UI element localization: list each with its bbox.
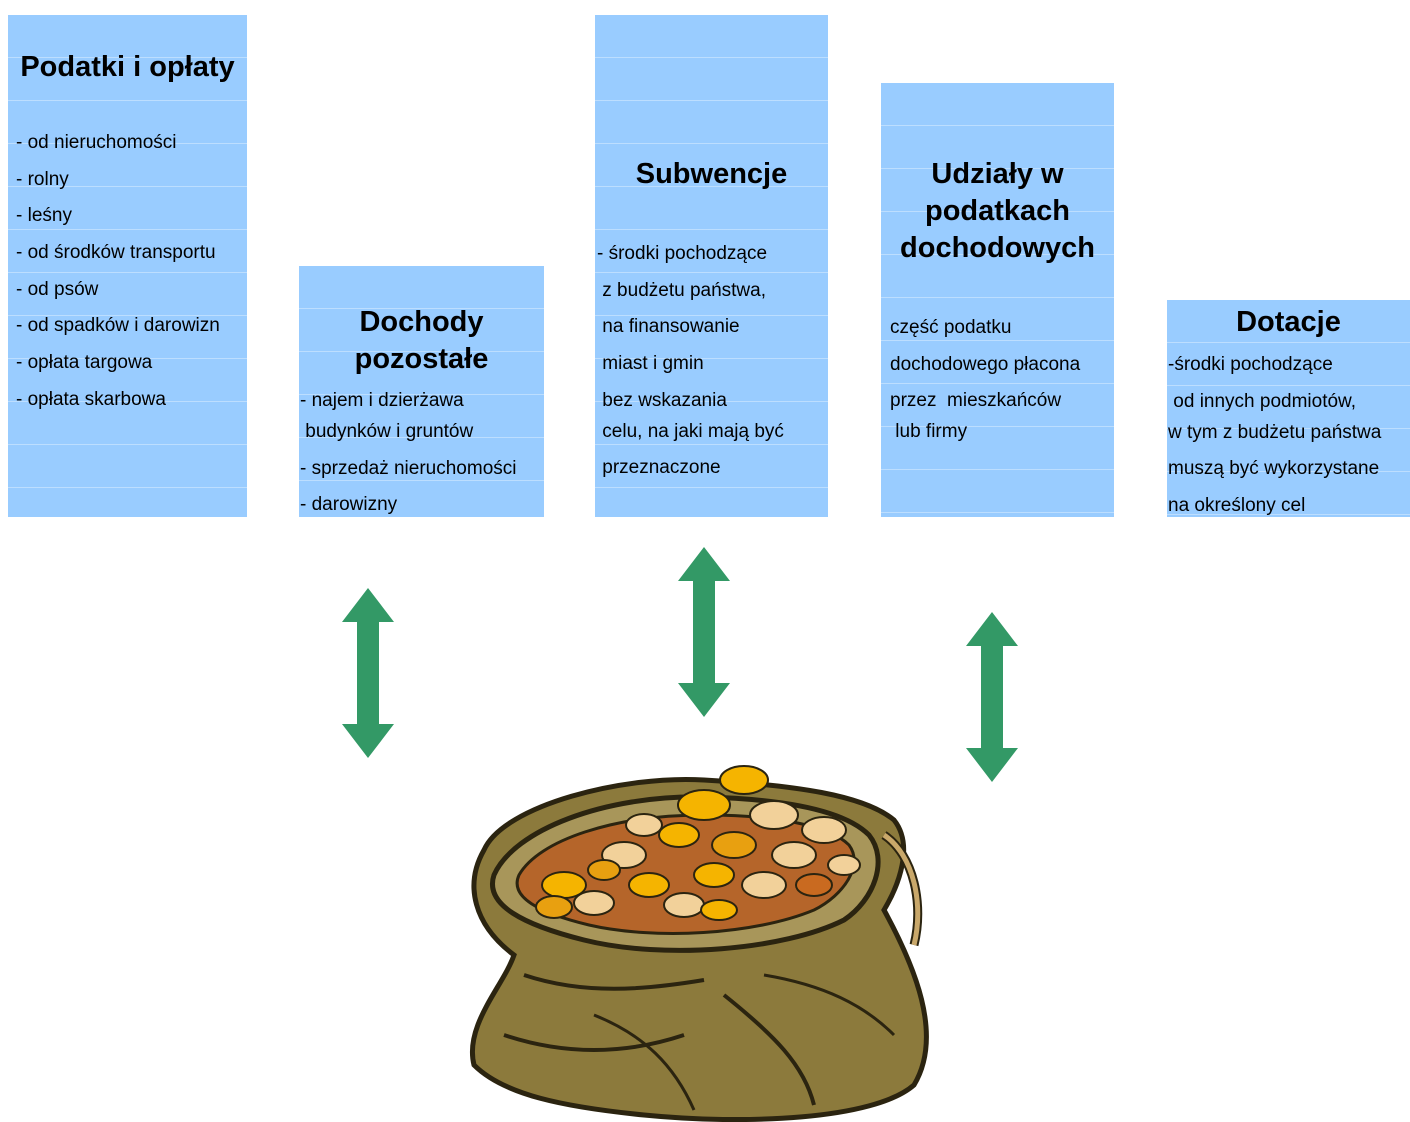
- list-item: z budżetu państwa,: [597, 279, 766, 301]
- double-arrow-icon: [678, 547, 730, 717]
- box-title-line: Dochody: [359, 306, 484, 338]
- item-list: - najem i dzierżawa budynków i gruntów -…: [300, 383, 516, 524]
- list-item: budynków i gruntów: [300, 421, 474, 442]
- list-item: - rolny: [16, 168, 69, 190]
- double-arrow-icon: [342, 588, 394, 758]
- item-list: -środki pochodzące od innych podmiotów, …: [1168, 347, 1381, 525]
- box-title-line: pozostałe: [354, 343, 489, 375]
- item-list: - środki pochodzące z budżetu państwa, n…: [597, 236, 784, 487]
- list-item: część podatku: [890, 317, 1012, 338]
- list-item: celu, na jaki mają być: [597, 420, 784, 442]
- box-udzialy-w-podatkach: Udziały w podatkach dochodowych część po…: [881, 83, 1114, 517]
- list-item: - od środków transportu: [16, 242, 216, 264]
- list-item: -środki pochodzące: [1168, 354, 1333, 375]
- list-item: - opłata targowa: [16, 352, 153, 374]
- list-item: - środki pochodzące: [597, 243, 768, 264]
- list-item: muszą być wykorzystane: [1168, 458, 1380, 480]
- list-item: bez wskazania: [597, 389, 727, 411]
- double-arrow-icon: [966, 612, 1018, 782]
- list-item: - opłata skarbowa: [16, 388, 166, 410]
- list-item: dochodowego płacona: [890, 353, 1081, 375]
- list-item: na finansowanie: [597, 316, 740, 338]
- list-item: lub firmy: [890, 421, 968, 443]
- list-item: od innych podmiotów,: [1168, 390, 1357, 412]
- money-bag-icon: [469, 765, 929, 1122]
- list-item: - od psów: [16, 278, 99, 300]
- box-title-line: podatkach: [924, 195, 1071, 227]
- list-item: przeznaczone: [597, 457, 721, 479]
- list-item: - darowizny: [300, 494, 398, 516]
- list-item: miast i gmin: [597, 353, 704, 375]
- box-title: Subwencje: [635, 158, 788, 190]
- box-podatki-i-oplaty: Podatki i opłaty - od nieruchomości - ro…: [8, 15, 247, 517]
- box-subwencje: Subwencje - środki pochodzące z budżetu …: [595, 15, 828, 517]
- list-item: w tym z budżetu państwa: [1168, 421, 1382, 443]
- list-item: - sprzedaż nieruchomości: [300, 457, 517, 479]
- list-item: przez mieszkańców: [890, 390, 1062, 412]
- box-title: Dochody pozostałe: [299, 304, 544, 378]
- box-title: Dotacje: [1236, 306, 1341, 338]
- box-title: Podatki i opłaty: [20, 51, 235, 83]
- item-list: część podatku dochodowego płacona przez …: [890, 310, 1080, 451]
- list-item: - od nieruchomości: [16, 132, 177, 153]
- list-item: - leśny: [16, 205, 72, 227]
- list-item: - najem i dzierżawa: [300, 390, 464, 411]
- item-list: - od nieruchomości - rolny - leśny - od …: [16, 125, 220, 419]
- box-title-line: dochodowych: [900, 232, 1095, 264]
- box-title: Udziały w podatkach dochodowych: [881, 156, 1114, 267]
- box-title-line: Udziały w: [931, 158, 1064, 190]
- box-dochody-pozostale: Dochody pozostałe - najem i dzierżawa bu…: [299, 266, 544, 517]
- list-item: na określony cel: [1168, 495, 1306, 517]
- box-dotacje: Dotacje -środki pochodzące od innych pod…: [1167, 300, 1410, 517]
- list-item: - od spadków i darowizn: [16, 315, 220, 337]
